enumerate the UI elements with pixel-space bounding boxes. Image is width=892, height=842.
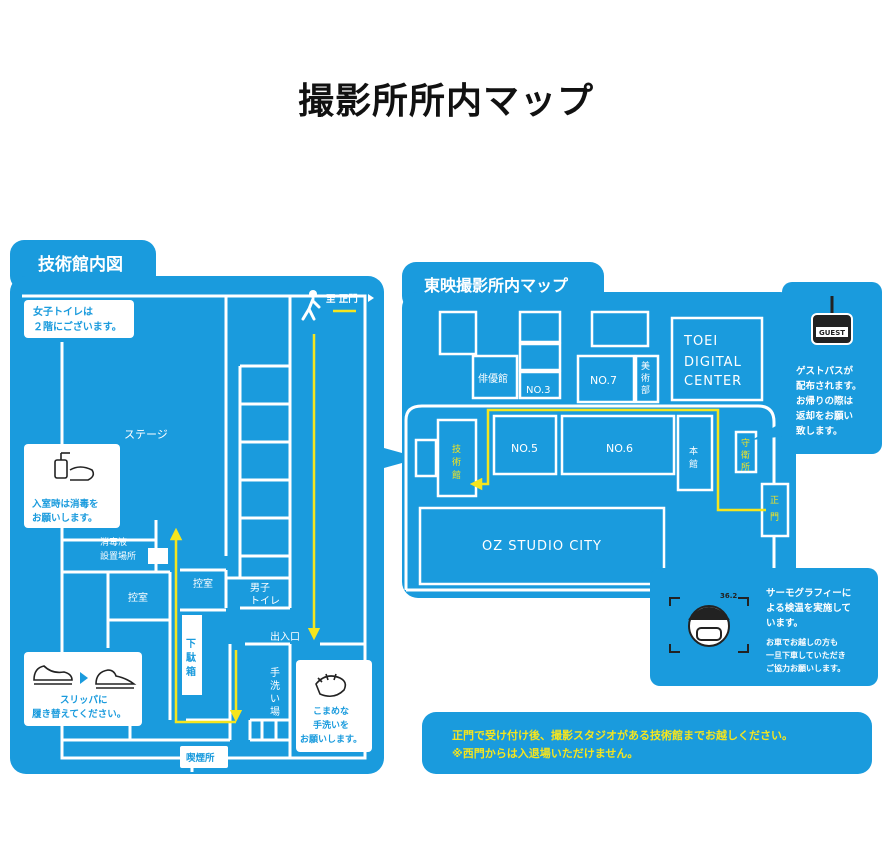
svg-text:下: 下 [186,638,196,650]
svg-text:部: 部 [641,384,650,396]
svg-text:箱: 箱 [186,665,196,678]
honkan-label: 本 [689,445,698,457]
svg-text:設置場所: 設置場所 [100,550,136,562]
hand-wash-sign: こまめな 手洗いを お願いします。 [296,660,372,752]
svg-text:致します。: 致します。 [796,425,843,437]
svg-text:門: 門 [770,512,779,523]
svg-text:い: い [270,694,280,705]
svg-text:配布されます。: 配布されます。 [796,380,862,392]
svg-text:館: 館 [689,458,698,470]
svg-text:女子トイレは: 女子トイレは [33,305,93,318]
control-room-label: 控室 [128,591,148,604]
right-arrow-icon [368,294,374,302]
slipper-icon [95,669,137,689]
sanitize-sign: 入室時は消毒を お願いします。 [24,444,120,528]
page-title: 撮影所所内マップ [297,81,594,122]
haiyukan-label: 俳優館 [478,372,508,385]
svg-text:お車でお越しの方も: お車でお越しの方も [766,637,838,647]
svg-text:術: 術 [452,457,461,468]
no5-label: NO.5 [511,442,538,455]
to-main-gate-label: 至 正門 [326,294,358,305]
svg-text:場: 場 [270,705,280,718]
svg-text:※西門からは入退場いただけません。: ※西門からは入退場いただけません。 [452,746,638,760]
svg-text:駄: 駄 [186,651,197,664]
svg-text:館: 館 [452,469,461,481]
svg-text:スリッパに: スリッパに [60,694,108,706]
svg-text:こまめな: こまめな [313,706,349,717]
entry-route [169,334,321,724]
no7-label: NO.7 [590,374,617,387]
svg-text:DIGITAL: DIGITAL [684,355,742,370]
entrance-label: 出入口 [270,630,300,643]
svg-text:所: 所 [741,462,750,473]
shoe-icon [33,665,73,685]
thermography-bubble: 36.2 サーモグラフィーに よる検温を実施して います。 お車でお越しの方も … [650,520,878,686]
notice-box: 正門で受け付け後、撮影スタジオがある技術館までお越しください。 ※西門からは入退… [422,712,872,774]
svg-text:２階にございます。: ２階にございます。 [33,320,122,333]
svg-text:お帰りの際は: お帰りの際は [796,395,854,407]
svg-text:洗: 洗 [270,680,280,692]
mens-toilet-label: 男子 [250,582,270,594]
women-toilet-sign: 女子トイレは ２階にございます。 [24,300,134,338]
svg-text:正門で受け付け後、撮影スタジオがある技術館までお越しください: 正門で受け付け後、撮影スタジオがある技術館までお越しください。 [452,728,793,742]
hand-wash-label: 手 [270,666,280,679]
svg-text:お願いします。: お願いします。 [32,512,98,524]
svg-text:ゲストパスが: ゲストパスが [796,365,854,377]
right-arrow-icon [80,672,88,684]
site-route [469,408,766,512]
svg-text:お願いします。: お願いします。 [300,734,362,745]
site-map-tab: 東映撮影所内マップ [424,276,569,295]
svg-text:CENTER: CENTER [684,374,742,389]
oz-studio-label: OZ STUDIO CITY [482,539,602,554]
control-room-2-label: 控室 [193,577,213,590]
stage-label: ステージ [124,428,168,441]
slipper-sign: スリッパに 履き替えてください。 [24,652,142,726]
smoking-area [180,746,228,768]
no6-label: NO.6 [606,442,633,455]
shoe-box [182,615,202,695]
guest-badge-icon: GUEST [811,296,853,345]
svg-text:GUEST: GUEST [819,329,845,337]
building-floor-map: 技術館内図 [10,240,384,774]
svg-text:入室時は消毒を: 入室時は消毒を [31,498,99,510]
walking-person-icon [301,290,321,321]
svg-text:喫煙所: 喫煙所 [186,752,215,764]
svg-text:手洗いを: 手洗いを [313,719,349,731]
no3-label: NO.3 [526,385,551,396]
svg-text:一旦下車していただき: 一旦下車していただき [766,650,846,660]
toei-digital-label: TOEI [683,334,718,349]
sanitizer-stand [148,548,168,564]
guest-pass-bubble: GUEST ゲストパスが 配布されます。 お帰りの際は 返却をお願い 致します。 [752,282,882,454]
guard-label: 守 [741,437,750,449]
svg-text:よる検温を実施して: よる検温を実施して [766,602,851,614]
bijutsu-label: 美 [641,360,650,372]
floor-map-tab: 技術館内図 [38,254,123,275]
sanitizer-icon [54,452,95,481]
sanitizer-place-label: 消毒液 [100,536,127,548]
svg-text:サーモグラフィーに: サーモグラフィーに [766,587,851,599]
studio-site-map: 東映撮影所内マップ 俳優館 [402,262,796,598]
svg-text:衛: 衛 [741,449,750,461]
svg-text:います。: います。 [766,617,803,629]
thermo-face-icon [669,597,749,653]
svg-text:返却をお願い: 返却をお願い [796,410,853,422]
svg-text:ご協力お願いします。: ご協力お願いします。 [766,663,845,673]
thermo-temp: 36.2 [720,592,737,600]
main-gate-label: 正 [770,496,779,506]
gijutsukan-label: 技 [452,443,461,455]
svg-text:履き替えてください。: 履き替えてください。 [31,708,126,720]
svg-text:トイレ: トイレ [250,596,280,607]
svg-text:術: 術 [641,373,650,384]
hand-wash-icon [315,673,347,698]
